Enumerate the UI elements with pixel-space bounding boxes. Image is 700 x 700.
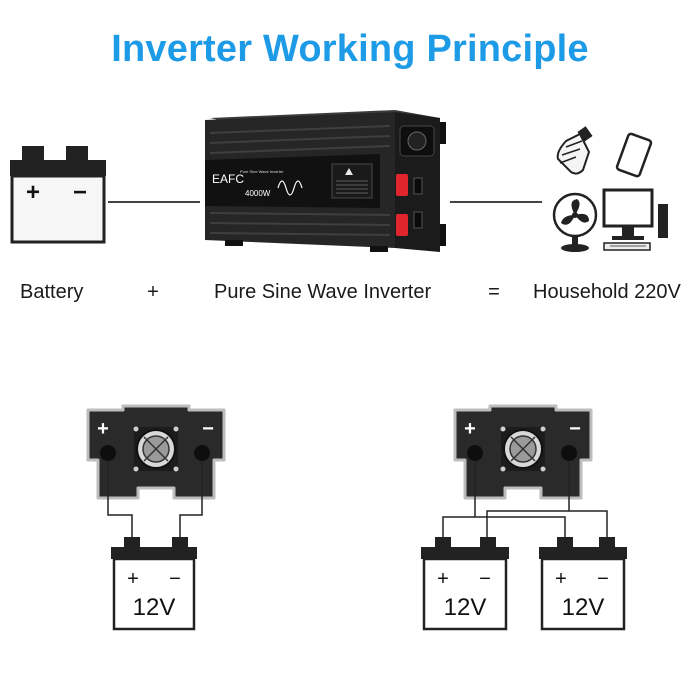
battery-minus-label: − [169, 568, 181, 590]
inverter-subtitle: Pure Sine Wave Inverter [240, 169, 284, 174]
page-title: Inverter Working Principle [111, 28, 589, 70]
dual-battery-setup: + − + − 1 [421, 404, 627, 631]
battery-minus-label: − [597, 568, 609, 590]
positive-wire [442, 461, 566, 537]
single-battery-setup: + − + − 1 [86, 404, 226, 631]
inverter-brand: EAFC [212, 172, 244, 186]
terminal-minus-label: − [202, 418, 214, 440]
equation-household: Household 220V [533, 281, 682, 303]
battery-minus-label: − [479, 568, 491, 590]
usb-port-icon [413, 177, 423, 195]
warning-triangle-icon [345, 168, 353, 175]
negative-terminal [561, 445, 577, 461]
equation-equals: = [488, 281, 500, 303]
inverter-unit: EAFC Pure Sine Wave Inverter 4000W [205, 110, 446, 252]
positive-terminal [467, 445, 483, 461]
fan-icon [552, 192, 598, 252]
equation-inverter: Pure Sine Wave Inverter [214, 281, 431, 303]
inverter-connector-panel: + − [453, 404, 593, 500]
power-switch-top [396, 174, 408, 196]
battery-voltage: 12V [562, 594, 605, 621]
battery-voltage: 12V [133, 594, 176, 621]
battery-12v: + − 12V [111, 537, 197, 631]
inverter-power: 4000W [245, 189, 271, 198]
terminal-minus-label: − [569, 418, 581, 440]
power-switch-bottom [396, 214, 408, 236]
terminal-plus-label: + [464, 418, 476, 440]
equation-plus: + [147, 281, 159, 303]
usb-port-icon [413, 211, 423, 229]
positive-wire [107, 461, 133, 537]
negative-terminal [194, 445, 210, 461]
negative-wire [486, 461, 608, 537]
inverter-connector-panel: + − [86, 404, 226, 500]
battery-icon-minus: − [73, 179, 87, 206]
desktop-computer-icon [602, 188, 668, 251]
terminal-plus-label: + [97, 418, 109, 440]
battery-icon: + − [10, 146, 106, 244]
battery-plus-label: + [437, 568, 449, 590]
battery-12v-2: + − 12V [539, 537, 627, 631]
battery-12v-1: + − 12V [421, 537, 509, 631]
negative-wire [179, 461, 203, 537]
cooling-fan-icon [500, 426, 546, 472]
cooling-fan-icon [133, 426, 179, 472]
battery-icon-plus: + [26, 179, 40, 206]
equation-battery: Battery [20, 281, 83, 303]
sine-wave-icon [277, 180, 303, 196]
battery-voltage: 12V [444, 594, 487, 621]
smartphone-icon [615, 132, 653, 178]
battery-plus-label: + [555, 568, 567, 590]
positive-terminal [100, 445, 116, 461]
light-bulb-icon [556, 126, 593, 175]
battery-plus-label: + [127, 568, 139, 590]
